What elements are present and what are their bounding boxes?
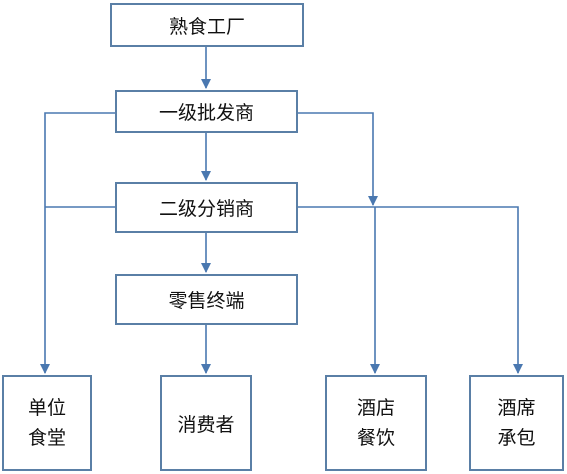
node-canteen: 单位 食堂 [2, 375, 92, 471]
node-distributor2-label: 二级分销商 [158, 198, 254, 220]
node-wholesaler1-label: 一级批发商 [158, 102, 254, 124]
node-factory-label: 熟食工厂 [168, 15, 245, 38]
node-canteen-line1: 单位 [27, 397, 66, 419]
node-hotel: 酒店 餐饮 [325, 375, 427, 471]
node-canteen-line2: 食堂 [27, 427, 66, 449]
node-retail: 零售终端 [115, 274, 298, 325]
node-hotel-line2: 餐饮 [356, 427, 395, 449]
node-consumer: 消费者 [160, 375, 252, 471]
node-wholesaler1: 一级批发商 [115, 90, 298, 133]
node-factory: 熟食工厂 [110, 3, 304, 47]
node-consumer-label: 消费者 [177, 413, 235, 436]
node-retail-label: 零售终端 [168, 290, 245, 312]
edge-distributor-banquet [298, 206, 523, 374]
node-banquet: 酒席 承包 [469, 375, 564, 471]
node-banquet-line2: 承包 [497, 427, 536, 449]
node-distributor2: 二级分销商 [115, 182, 298, 233]
edge-wholesaler-canteen [40, 112, 115, 374]
node-banquet-line1: 酒席 [497, 397, 536, 419]
node-hotel-line1: 酒店 [356, 397, 395, 419]
edge-wholesaler-hotel [298, 112, 378, 206]
